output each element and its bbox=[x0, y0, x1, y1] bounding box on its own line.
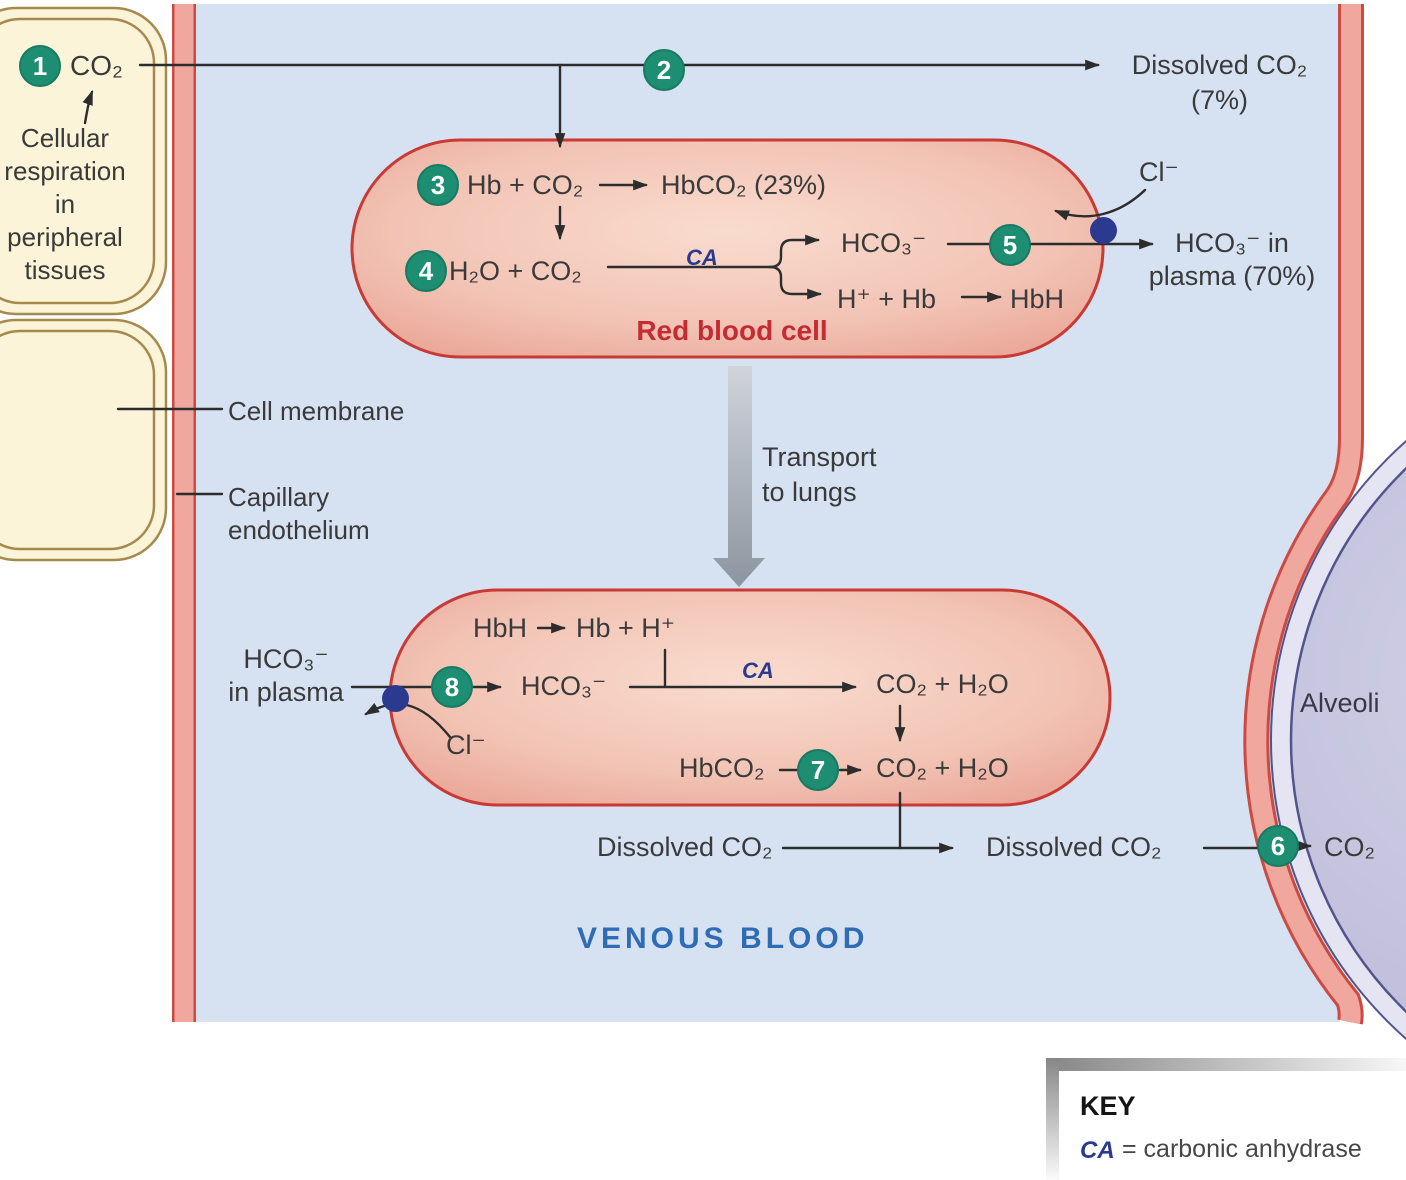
rbc1-title: Red blood cell bbox=[636, 315, 828, 346]
hco3-in-plasma-top-label: HCO₃⁻ in plasma (70%) bbox=[1148, 228, 1316, 291]
step-5-badge: 5 bbox=[989, 224, 1031, 266]
chloride-out-label: Cl⁻ bbox=[446, 730, 486, 760]
rbc2-hbco2-label: HbCO₂ bbox=[679, 753, 765, 783]
key-frame bbox=[1046, 1058, 1406, 1180]
cell-membrane-label: Cell membrane bbox=[228, 396, 405, 426]
hco3-in-plasma-bottom-label: HCO₃⁻ in plasma bbox=[228, 644, 344, 707]
respiration-co2-arrow bbox=[82, 89, 94, 125]
rbc1-hb-co2-label: Hb + CO₂ bbox=[467, 170, 584, 200]
rbc2-hbh-label: HbH bbox=[473, 613, 528, 643]
step-1-badge: 1 bbox=[19, 45, 61, 87]
key-ca-definition: = carbonic anhydrase bbox=[1122, 1135, 1362, 1163]
rbc2-co2-h2o-lower-label: CO₂ + H₂O bbox=[876, 753, 1009, 783]
chloride-transporter-dot-top bbox=[1090, 217, 1117, 244]
alveoli-label: Alveoli bbox=[1300, 688, 1380, 718]
step-4-badge: 4 bbox=[405, 250, 447, 292]
red-blood-cell-top bbox=[350, 138, 1105, 359]
step-6-badge: 6 bbox=[1257, 825, 1299, 867]
rbc2-hco3-label: HCO₃⁻ bbox=[521, 671, 607, 701]
cl-in-curve bbox=[1053, 188, 1147, 221]
step-8-badge: 8 bbox=[431, 666, 473, 708]
rbc1-hbh-label: HbH bbox=[1010, 284, 1065, 314]
chloride-transporter-dot-bottom bbox=[382, 685, 409, 712]
tissue-label: Cellular respiration in peripheral tissu… bbox=[4, 123, 126, 285]
dissolved-co2-left-label: Dissolved CO₂ bbox=[597, 832, 773, 862]
rbc2-co2-h2o-upper-label: CO₂ + H₂O bbox=[876, 669, 1009, 699]
flow-lines bbox=[82, 59, 1313, 854]
rbc2-hb-h-label: Hb + H⁺ bbox=[576, 613, 676, 643]
key-ca-abbrev: CA bbox=[1080, 1137, 1115, 1164]
rbc1-hbco2-23pct-label: HbCO₂ (23%) bbox=[661, 170, 827, 200]
venous-blood-title: VENOUS BLOOD bbox=[577, 922, 869, 955]
key-title: KEY bbox=[1080, 1091, 1136, 1121]
dissolved-co2-right-label: Dissolved CO₂ bbox=[986, 832, 1162, 862]
rbc1-hco3-label: HCO₃⁻ bbox=[841, 228, 927, 258]
fork-to-h-hb bbox=[768, 265, 823, 300]
step-2-badge: 2 bbox=[643, 49, 685, 91]
step-3-badge: 3 bbox=[417, 164, 459, 206]
capillary-wall-right bbox=[1243, 4, 1364, 1025]
rbc1-h2o-co2-label: H₂O + CO₂ bbox=[449, 256, 582, 286]
rbc1-ca-label: CA bbox=[686, 245, 718, 270]
cl-out-curve bbox=[364, 702, 452, 739]
co2-source-label: CO₂ bbox=[70, 50, 123, 81]
transport-arrow bbox=[713, 366, 765, 587]
co2-exhaled-label: CO₂ bbox=[1324, 832, 1375, 862]
rbc2-ca-label: CA bbox=[742, 658, 774, 683]
dissolved-co2-top-label: Dissolved CO₂ (7%) bbox=[1131, 50, 1308, 115]
fork-to-hco3 bbox=[768, 234, 821, 269]
rbc1-h-hb-label: H⁺ + Hb bbox=[837, 284, 937, 314]
chloride-in-label: Cl⁻ bbox=[1139, 157, 1179, 187]
capillary-endothelium-label: Capillary endothelium bbox=[228, 482, 370, 545]
step-7-badge: 7 bbox=[797, 749, 839, 791]
transport-to-lungs-label: Transport to lungs bbox=[762, 442, 877, 507]
alveolus bbox=[1270, 440, 1406, 1040]
